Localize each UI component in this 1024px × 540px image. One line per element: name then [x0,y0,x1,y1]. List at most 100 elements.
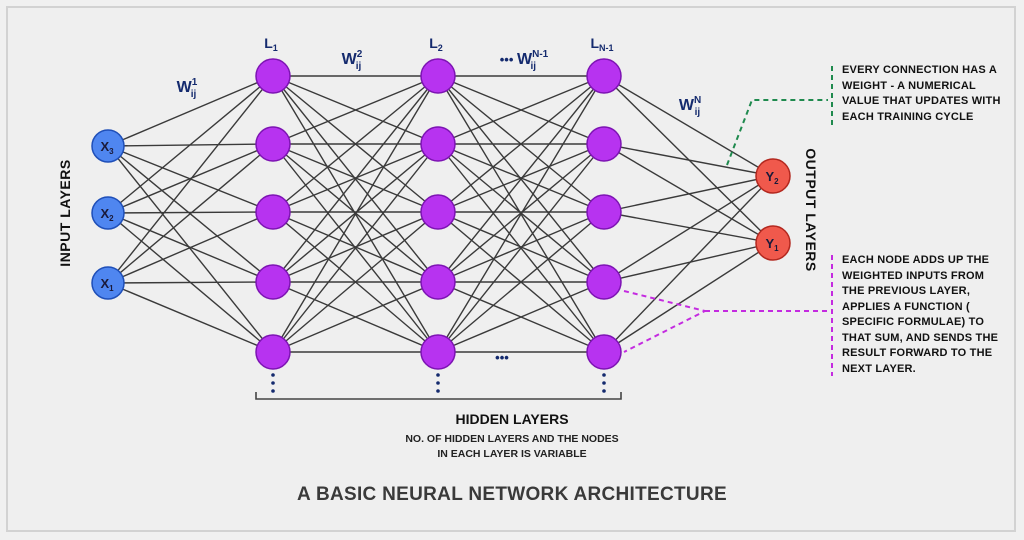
connection-edge [107,211,274,284]
connection-edge [437,75,605,213]
note-line: WEIGHT - A NUMERICAL [842,79,976,92]
connection-edge [437,211,605,353]
hidden-node [255,194,291,230]
continuation-dot [436,389,440,393]
connection-edges [107,75,774,353]
weight-note-connector [726,99,828,166]
node-label: X1 [100,276,114,293]
hidden-layers-caption: NO. OF HIDDEN LAYERS AND THE NODES IN EAC… [72,432,952,462]
output-node [755,225,791,261]
connection-edge [603,242,774,283]
hidden-layer-label: LN-1 [590,35,613,53]
connection-edge [603,211,774,244]
note-line: WEIGHTED INPUTS FROM [842,269,985,282]
connection-edge [272,75,439,145]
hidden-node [255,126,291,162]
note-line: THAT SUM, AND SENDS THE [842,331,999,344]
connection-edge [272,75,439,283]
connection-edge [272,211,439,353]
connection-edge [107,211,274,214]
hidden-node [420,194,456,230]
hidden-layer-label: L1 [264,35,278,53]
node-label: X3 [100,139,114,156]
node-note-connector [623,290,708,353]
connection-edge [437,75,605,145]
node-label: Y1 [765,236,779,253]
connection-edge [107,75,274,147]
continuation-dot [602,381,606,385]
hidden-node [586,264,622,300]
hidden-layers-bracket [255,392,622,400]
connection-edge [603,175,774,213]
caption-line: IN EACH LAYER IS VARIABLE [437,448,587,460]
continuation-dot [436,373,440,377]
hidden-node [586,126,622,162]
connection-edge [437,143,605,353]
connection-edge [603,175,774,353]
continuation-dots: ••• [271,350,606,393]
connection-edge [272,143,439,353]
note-line: EACH NODE ADDS UP THE [842,254,990,266]
continuation-dot [602,389,606,393]
hidden-layers-brace [255,392,622,400]
hidden-node [420,264,456,300]
connection-edge [437,75,605,353]
note-line: RESULT FORWARD TO THE [842,347,993,359]
connection-edge [437,281,605,353]
hidden-node [586,194,622,230]
continuation-dot [602,373,606,377]
horizontal-ellipsis: ••• [495,350,509,365]
connection-edge [603,175,774,283]
connection-edge [107,282,274,353]
network-nodes [91,58,791,370]
continuation-dot [271,373,275,377]
hidden-node [255,58,291,94]
continuation-dot [271,381,275,385]
annotation-lines [623,66,833,376]
connection-edge [603,143,774,177]
caption-line: NO. OF HIDDEN LAYERS AND THE NODES [405,433,619,445]
output-layers-title: OUTPUT LAYERS [803,148,819,271]
hidden-layers-title: HIDDEN LAYERS [455,411,569,427]
connection-edge [272,75,439,213]
connection-edge [107,281,274,284]
connection-edge [107,75,274,214]
connection-edge [107,143,274,284]
note-line: EACH TRAINING CYCLE [842,110,974,123]
hidden-node [420,126,456,162]
note-line: EVERY CONNECTION HAS A [842,64,997,76]
hidden-node [255,334,291,370]
hidden-node [586,58,622,94]
note-line: NEXT LAYER. [842,362,916,375]
connection-edge [272,281,439,353]
page-title: A BASIC NEURAL NETWORK ARCHITECTURE [297,484,727,505]
hidden-node [420,58,456,94]
node-label: X2 [100,206,114,223]
note-line: VALUE THAT UPDATES WITH [842,95,1001,107]
node-label: Y2 [765,169,779,186]
connection-edge [272,75,439,353]
input-node [91,266,125,300]
output-node [755,158,791,194]
weight-note: EVERY CONNECTION HAS A WEIGHT - A NUMERIC… [842,63,1001,125]
hidden-node [255,264,291,300]
hidden-node [586,334,622,370]
hidden-node [420,334,456,370]
input-layers-title: INPUT LAYERS [57,159,73,266]
connection-edge [107,145,274,353]
note-line: SPECIFIC FORMULAE) TO [842,316,985,328]
input-node [91,129,125,163]
note-line: THE PREVIOUS LAYER, [842,285,971,297]
connection-edge [437,75,605,283]
continuation-dot [271,389,275,393]
input-node [91,196,125,230]
continuation-dot [436,381,440,385]
note-line: APPLIES A FUNCTION ( [842,300,970,313]
connection-edge [603,75,774,177]
